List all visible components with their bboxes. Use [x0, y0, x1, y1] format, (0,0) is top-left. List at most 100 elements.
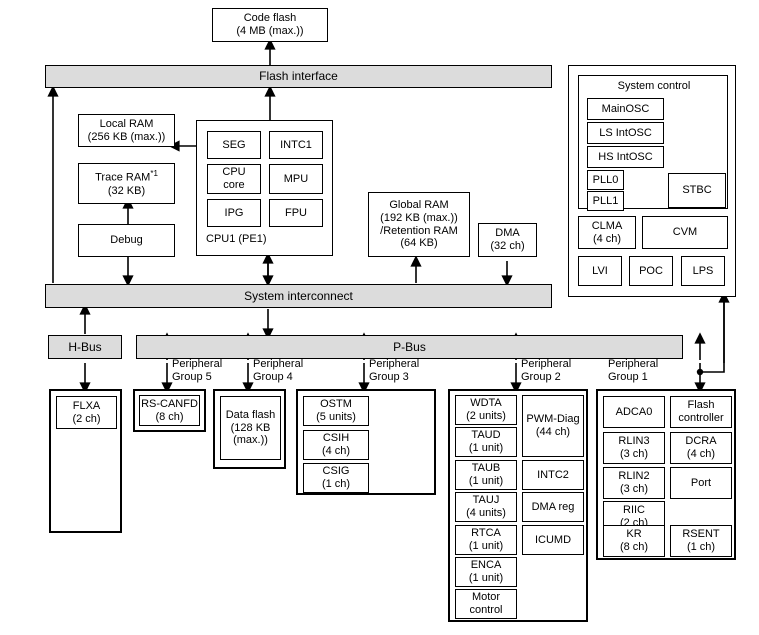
intc2-box[interactable]: INTC2 — [522, 460, 584, 490]
peripheral-group-4-caption: Peripheral Group 4 — [253, 358, 304, 384]
flxa-box[interactable]: FLXA (2 ch) — [56, 396, 117, 429]
poc-label: POC — [639, 264, 663, 277]
flxa-label: FLXA (2 ch) — [72, 399, 101, 425]
pwm-diag-box[interactable]: PWM-Diag (44 ch) — [522, 395, 584, 457]
cpu-block-label: CPU core — [222, 166, 246, 191]
cpu-block-mpu[interactable]: MPU — [269, 164, 323, 194]
stbc-box[interactable]: STBC — [668, 173, 726, 208]
module-label: TAUB (1 unit) — [468, 462, 504, 487]
clock-block-pll1[interactable]: PLL1 — [587, 191, 624, 211]
dma-reg-box[interactable]: DMA reg — [522, 492, 584, 522]
cpu-block-ipg[interactable]: IPG — [207, 199, 261, 227]
trace-ram-footnote-marker: *1 — [150, 169, 158, 179]
dma-label: DMA (32 ch) — [490, 227, 525, 252]
clock-block-hs-intosc[interactable]: HS IntOSC — [587, 146, 664, 168]
flash-interface-bar[interactable]: Flash interface — [45, 65, 552, 88]
global-ram-label: Global RAM (192 KB (max.)) /Retention RA… — [380, 198, 458, 250]
cpu1-title: CPU1 (PE1) — [206, 233, 267, 245]
module-label: TAUD (1 unit) — [468, 429, 504, 454]
module-label: INTC2 — [537, 468, 569, 481]
h-bus-bar[interactable]: H-Bus — [48, 335, 122, 359]
peripheral-group-4-container[interactable]: Data flash (128 KB (max.)) — [213, 389, 286, 469]
data-flash-label: Data flash (128 KB (max.)) — [225, 408, 276, 447]
lvi-box[interactable]: LVI — [578, 256, 622, 286]
cpu-block-cpu-core[interactable]: CPU core — [207, 164, 261, 194]
ostm-box[interactable]: OSTM (5 units) — [303, 396, 369, 426]
icumd-box[interactable]: ICUMD — [522, 525, 584, 555]
h-bus-group-container[interactable]: FLXA (2 ch) — [49, 389, 122, 533]
motor-control-box[interactable]: Motor control — [455, 589, 517, 619]
flash-controller-box[interactable]: Flash controller — [670, 396, 732, 428]
peripheral-group-5-container[interactable]: RS-CANFD (8 ch) — [133, 389, 206, 432]
clma-box[interactable]: CLMA (4 ch) — [578, 216, 636, 249]
cvm-box[interactable]: CVM — [642, 216, 728, 249]
peripheral-group-1-container[interactable]: ADCA0 RLIN3 (3 ch) RLIN2 (3 ch) RIIC (2 … — [596, 389, 736, 560]
peripheral-group-3-container[interactable]: OSTM (5 units) CSIH (4 ch) CSIG (1 ch) — [296, 389, 436, 495]
clock-block-label: PLL1 — [592, 194, 619, 207]
code-flash-box[interactable]: Code flash (4 MB (max.)) — [212, 8, 328, 42]
dma-box[interactable]: DMA (32 ch) — [478, 223, 537, 257]
module-label: OSTM (5 units) — [316, 398, 356, 423]
module-label: CSIG (1 ch) — [321, 465, 351, 490]
cpu-block-fpu[interactable]: FPU — [269, 199, 323, 227]
cpu-block-intc1[interactable]: INTC1 — [269, 131, 323, 159]
code-flash-label: Code flash (4 MB (max.)) — [236, 12, 304, 37]
trace-ram-box[interactable]: Trace RAM*1 (32 KB) — [78, 163, 175, 204]
poc-box[interactable]: POC — [629, 256, 673, 286]
cpu-block-seg[interactable]: SEG — [207, 131, 261, 159]
debug-box[interactable]: Debug — [78, 224, 175, 257]
lps-box[interactable]: LPS — [681, 256, 725, 286]
module-label: CSIH (4 ch) — [321, 432, 351, 457]
clock-block-ls-intosc[interactable]: LS IntOSC — [587, 122, 664, 144]
h-bus-label: H-Bus — [68, 339, 102, 354]
wdta-box[interactable]: WDTA (2 units) — [455, 395, 517, 425]
module-label: ENCA (1 unit) — [468, 559, 504, 584]
cpu-block-label: FPU — [285, 206, 307, 219]
system-interconnect-label: System interconnect — [244, 288, 353, 303]
p-bus-bar[interactable]: P-Bus — [136, 335, 683, 359]
rlin2-box[interactable]: RLIN2 (3 ch) — [603, 467, 665, 499]
rlin3-box[interactable]: RLIN3 (3 ch) — [603, 432, 665, 464]
rs-canfd-box[interactable]: RS-CANFD (8 ch) — [139, 395, 200, 426]
cpu1-container[interactable]: SEG INTC1 CPU core MPU IPG FPU CPU1 (PE1… — [196, 120, 333, 256]
flash-interface-label: Flash interface — [259, 69, 338, 84]
peripheral-group-3-caption: Peripheral Group 3 — [369, 358, 420, 384]
clock-block-label: PLL0 — [592, 173, 619, 186]
clock-block-mainosc[interactable]: MainOSC — [587, 98, 664, 120]
rsent-box[interactable]: RSENT (1 ch) — [670, 525, 732, 557]
taud-box[interactable]: TAUD (1 unit) — [455, 427, 517, 457]
data-flash-box[interactable]: Data flash (128 KB (max.)) — [220, 396, 281, 460]
enca-box[interactable]: ENCA (1 unit) — [455, 557, 517, 587]
csih-box[interactable]: CSIH (4 ch) — [303, 430, 369, 460]
peripheral-group-2-container[interactable]: WDTA (2 units) TAUD (1 unit) TAUB (1 uni… — [448, 389, 588, 622]
rs-canfd-label: RS-CANFD (8 ch) — [141, 397, 198, 423]
lps-label: LPS — [692, 264, 714, 277]
local-ram-box[interactable]: Local RAM (256 KB (max.)) — [78, 114, 175, 147]
debug-label: Debug — [110, 234, 143, 247]
module-label: KR (8 ch) — [619, 528, 649, 553]
rtca-box[interactable]: RTCA (1 unit) — [455, 525, 517, 555]
module-label: RLIN2 (3 ch) — [618, 470, 650, 495]
kr-box[interactable]: KR (8 ch) — [603, 525, 665, 557]
dcra-box[interactable]: DCRA (4 ch) — [670, 432, 732, 464]
cpu-block-label: MPU — [283, 172, 309, 185]
p-bus-label: P-Bus — [393, 339, 426, 354]
clma-label: CLMA (4 ch) — [591, 219, 623, 245]
module-label: DCRA (4 ch) — [685, 435, 717, 460]
taub-box[interactable]: TAUB (1 unit) — [455, 460, 517, 490]
tauj-box[interactable]: TAUJ (4 units) — [455, 492, 517, 522]
csig-box[interactable]: CSIG (1 ch) — [303, 463, 369, 493]
trace-ram-size: (32 KB) — [107, 184, 146, 197]
system-interconnect-bar[interactable]: System interconnect — [45, 284, 552, 308]
global-ram-box[interactable]: Global RAM (192 KB (max.)) /Retention RA… — [368, 192, 470, 257]
trace-ram-name: Trace RAM*1 — [95, 169, 158, 184]
system-control-clock-group[interactable]: System control MainOSC LS IntOSC HS IntO… — [578, 75, 728, 211]
lvi-label: LVI — [592, 264, 608, 277]
system-control-panel[interactable]: System control MainOSC LS IntOSC HS IntO… — [568, 65, 736, 297]
adca0-box[interactable]: ADCA0 — [603, 396, 665, 428]
module-label: Flash controller — [678, 399, 724, 424]
port-box[interactable]: Port — [670, 467, 732, 499]
clock-block-pll0[interactable]: PLL0 — [587, 170, 624, 190]
module-label: ICUMD — [534, 533, 572, 546]
